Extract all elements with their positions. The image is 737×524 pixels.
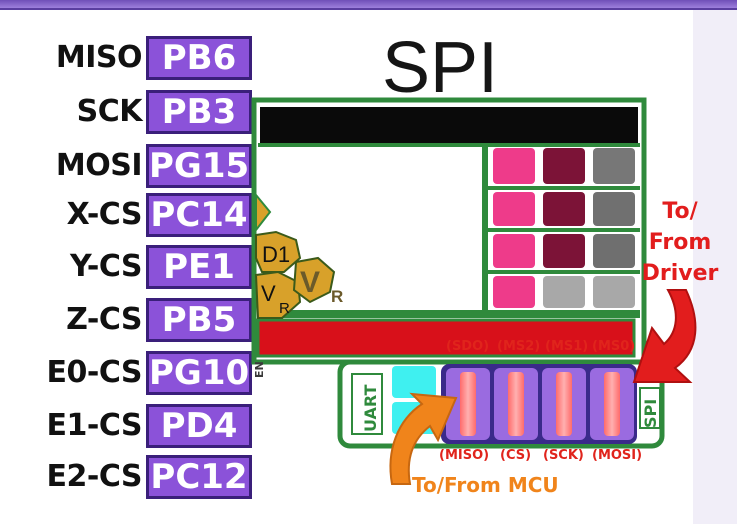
jumper-grid xyxy=(493,148,635,308)
vr-big-label: V xyxy=(300,266,320,299)
top-pin-label-sdo: (SDO) xyxy=(446,339,490,354)
grid-trace-3 xyxy=(482,270,640,274)
vr-small-sub: R xyxy=(279,300,290,317)
jumper-cap xyxy=(604,372,620,436)
signal-label: MISO xyxy=(55,40,143,75)
pin-badge: PG10 xyxy=(146,351,252,395)
gray-pad xyxy=(593,192,635,226)
signal-label: Z-CS xyxy=(66,302,142,337)
mcu-arrow-shape xyxy=(389,392,458,485)
maroon-pad xyxy=(543,234,585,268)
signal-label: Y-CS xyxy=(70,249,142,284)
signal-label: E0-CS xyxy=(46,355,143,390)
pin-row-sck: SCK PB3 xyxy=(22,90,252,138)
spi-title: SPI xyxy=(382,28,498,108)
uart-frame xyxy=(351,373,383,435)
driver-arrow-icon xyxy=(632,289,697,383)
grid-trace-2 xyxy=(482,228,640,232)
pin-row-e1-cs: E1-CS PD4 xyxy=(22,404,252,452)
pin-badge: PB5 xyxy=(146,298,252,342)
pink-pad xyxy=(493,148,535,184)
pin-row-e0-cs: E0-CS PG10 xyxy=(22,351,252,399)
driver-label-line1: To/ xyxy=(662,199,698,224)
vr-big-pad xyxy=(292,256,336,304)
d1-pad xyxy=(255,230,302,273)
pin-badge: PB3 xyxy=(146,90,252,134)
gray-pad xyxy=(593,234,635,268)
pin-row-z-cs: Z-CS PB5 xyxy=(22,298,252,346)
jumper-cap xyxy=(508,372,524,436)
maroon-pad xyxy=(543,148,585,184)
en-label: EN xyxy=(253,361,266,378)
spi-header xyxy=(441,364,637,444)
pin-badge: PC14 xyxy=(146,193,252,237)
uart-pad-top xyxy=(392,366,436,398)
hex-pad xyxy=(255,192,272,233)
bottom-pin-label-sck: (SCK) xyxy=(543,448,584,463)
d1-label: D1 xyxy=(262,242,290,267)
signal-label: X-CS xyxy=(66,197,143,232)
vr-pad xyxy=(254,270,302,319)
pin-row-x-cs: X-CS PC14 xyxy=(22,193,252,241)
bottom-pin-label-cs: (CS) xyxy=(500,448,532,463)
board-bottom-trace xyxy=(258,310,640,318)
driver-label: To/ From Driver xyxy=(640,196,720,289)
pin-badge: PB6 xyxy=(146,36,252,80)
bottom-pin-label-mosi: (MOSI) xyxy=(592,448,643,463)
jumper-cap xyxy=(556,372,572,436)
mcu-label: To/From MCU xyxy=(412,473,559,497)
top-accent-bar xyxy=(0,0,737,10)
pin-badge: PC12 xyxy=(146,455,252,499)
pin-row-mosi: MOSI PG15 xyxy=(22,144,252,192)
driver-arrow-shape xyxy=(632,289,697,383)
pink-pad xyxy=(493,234,535,268)
pink-pad xyxy=(493,276,535,308)
signal-label: MOSI xyxy=(55,148,143,183)
top-pin-label-ms2: (MS2) xyxy=(497,339,541,354)
pin-row-e2-cs: E2-CS PC12 xyxy=(22,455,252,503)
gray-pad xyxy=(593,276,635,308)
vr-big-sub: R xyxy=(331,287,343,306)
pin-badge: PG15 xyxy=(146,144,252,188)
pin-row-y-cs: Y-CS PE1 xyxy=(22,245,252,293)
signal-label: E1-CS xyxy=(46,408,143,443)
bottom-pin-label-miso: (MISO) xyxy=(439,448,490,463)
pin-row-miso: MISO PB6 xyxy=(22,36,252,84)
gray-pad xyxy=(543,276,585,308)
uart-label: UART xyxy=(361,385,380,432)
top-pin-label-ms0: (MS0) xyxy=(592,339,636,354)
signal-label: E2-CS xyxy=(46,459,143,494)
board-top-stripe xyxy=(260,107,638,143)
grid-trace-1 xyxy=(482,186,640,190)
pink-pad xyxy=(493,192,535,226)
board-divider xyxy=(258,143,640,147)
pin-badge: PD4 xyxy=(146,404,252,448)
pin-badge: PE1 xyxy=(146,245,252,289)
jumper-cap xyxy=(460,372,476,436)
maroon-pad xyxy=(543,192,585,226)
spi-frame xyxy=(639,387,661,429)
top-pin-label-ms1: (MS1) xyxy=(545,339,589,354)
vr-small-label: V xyxy=(261,281,276,306)
component-cluster xyxy=(254,192,336,319)
driver-label-line3: Driver xyxy=(641,261,719,286)
driver-label-line2: From xyxy=(648,230,712,255)
spi-port-label: SPI xyxy=(641,399,660,428)
red-header-bar xyxy=(256,318,636,358)
mcu-arrow-icon xyxy=(389,392,458,485)
right-margin-panel xyxy=(693,10,737,524)
gray-pad xyxy=(593,148,635,184)
signal-label: SCK xyxy=(76,94,143,129)
